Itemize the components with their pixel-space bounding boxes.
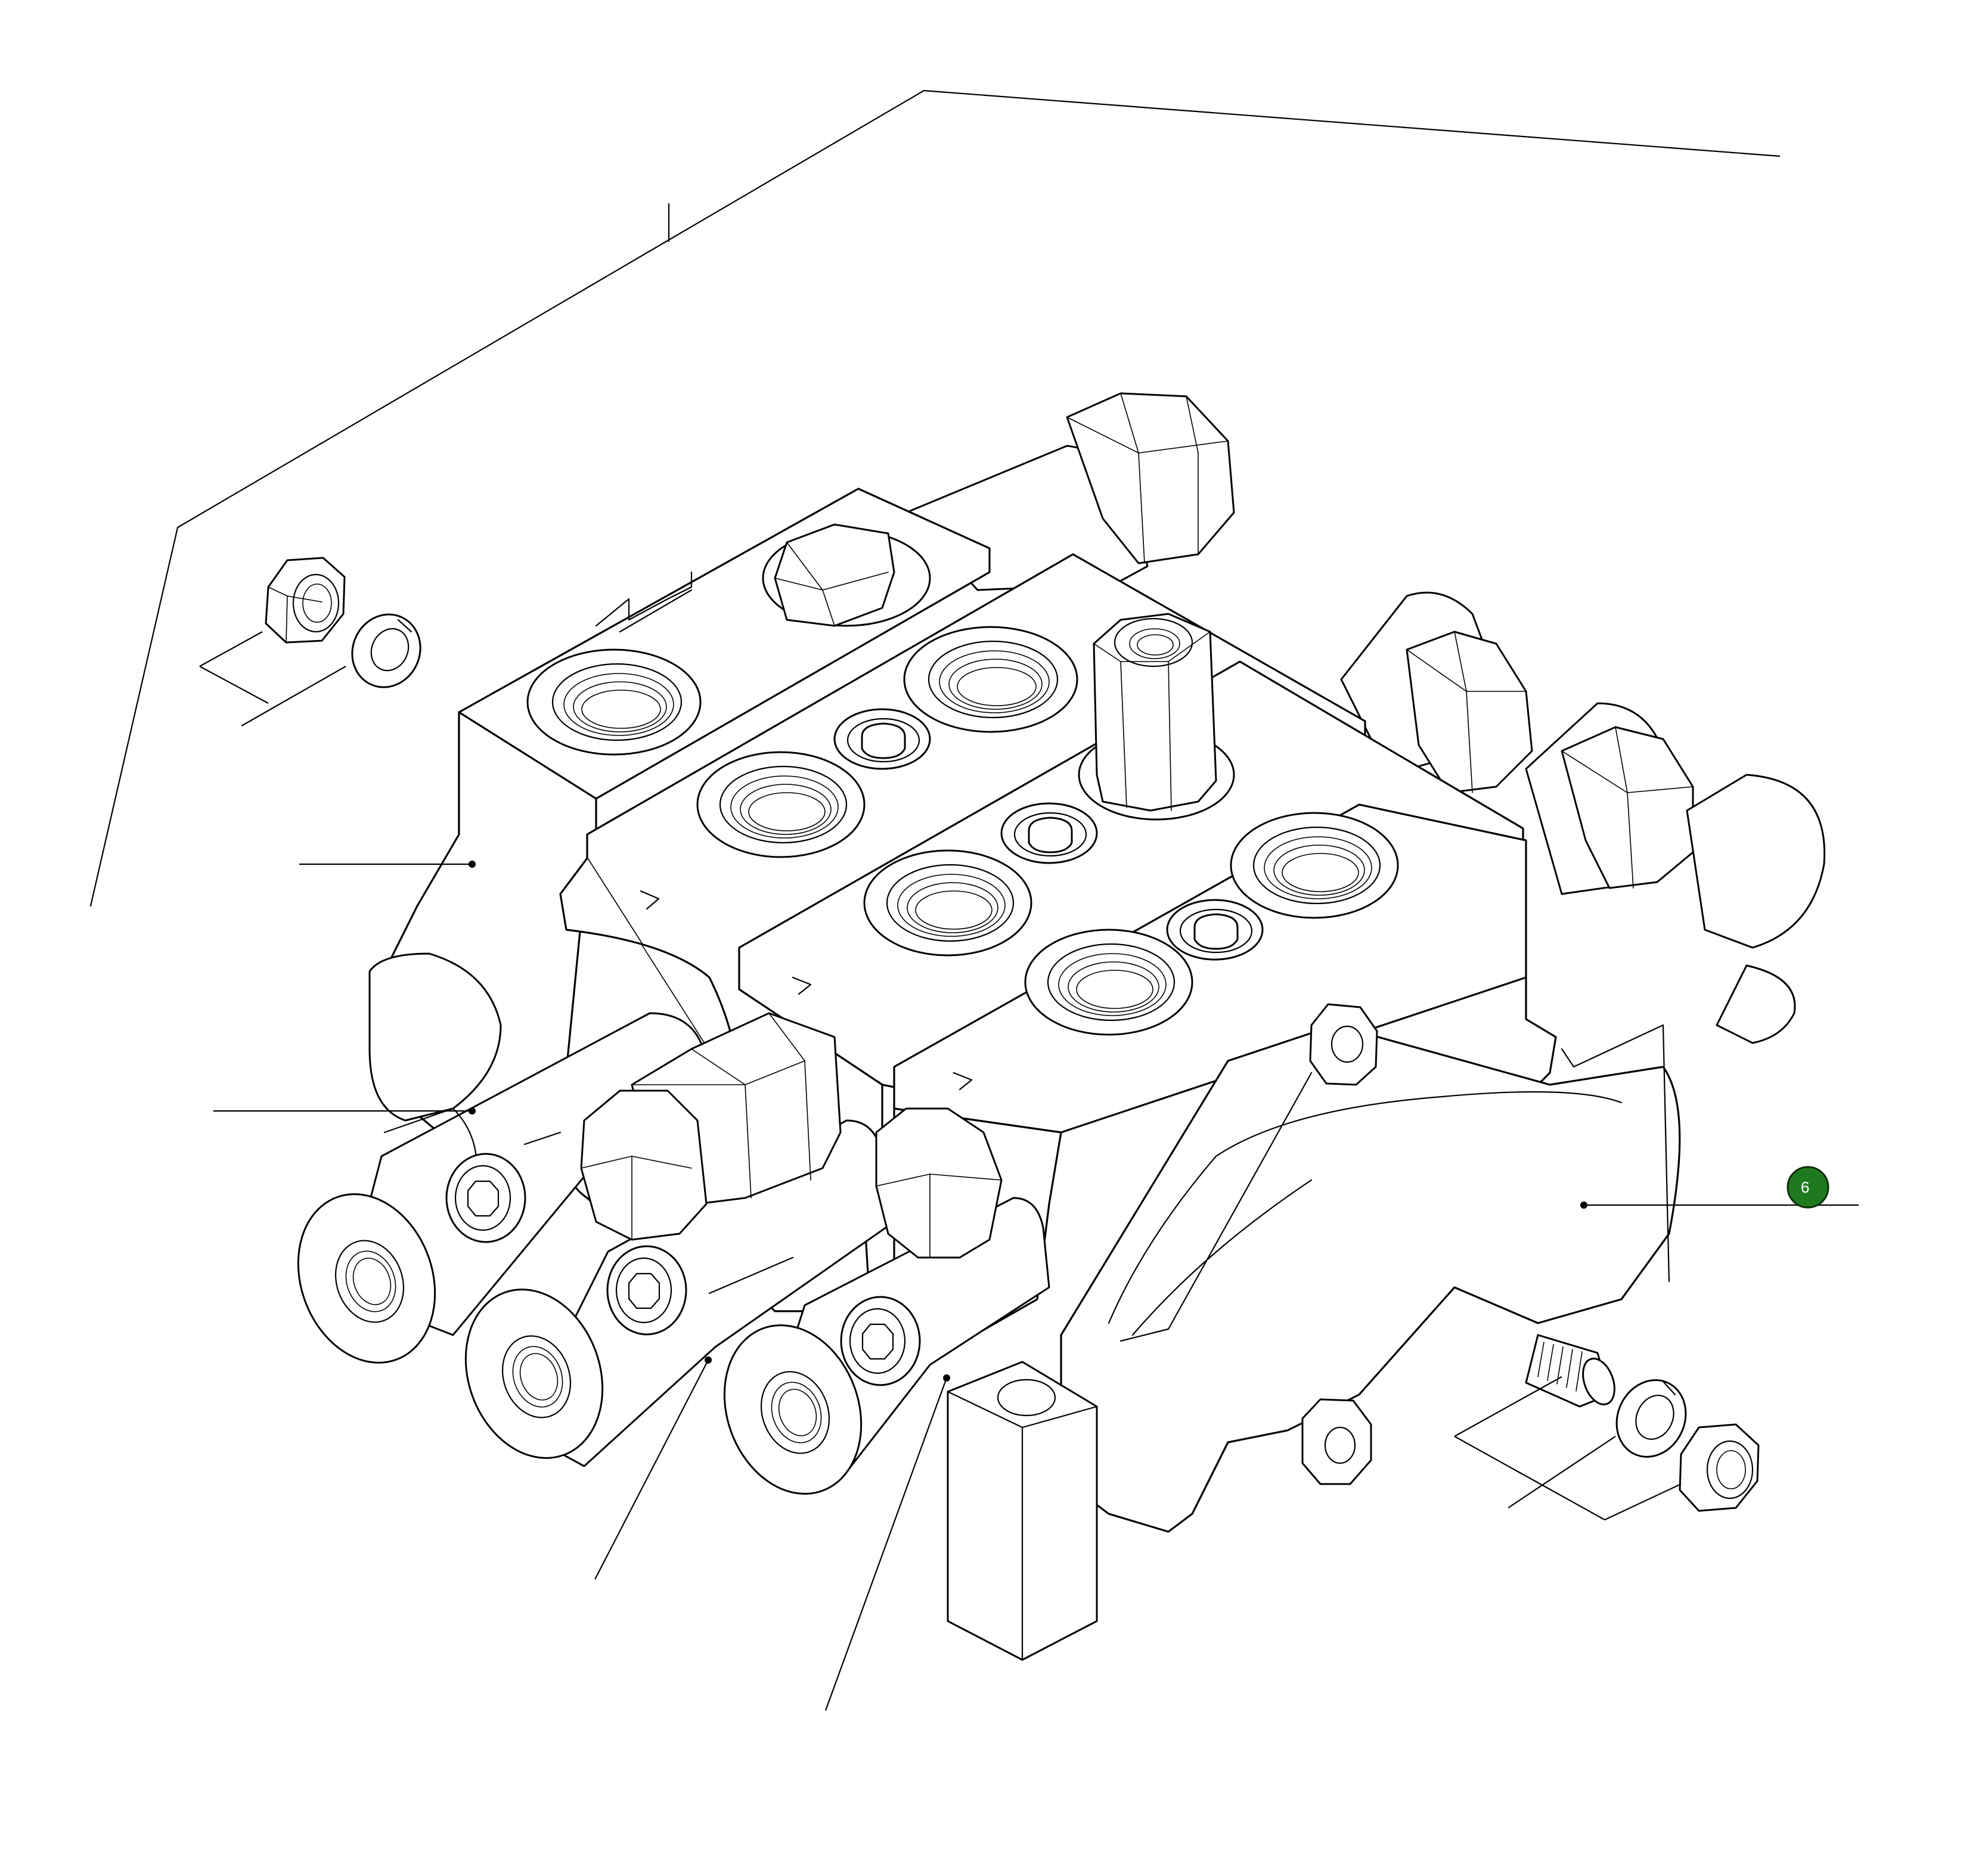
inlet-hex-plug	[762, 523, 931, 627]
socket-screw-2	[606, 1245, 687, 1336]
upper-lock-washer	[351, 613, 421, 688]
tie-rod-end	[1301, 1003, 1378, 1485]
mounting-frame	[89, 89, 1781, 907]
tall-hex-adapter	[1078, 613, 1235, 821]
port-6	[1024, 929, 1193, 1036]
outlet-end-cover	[1060, 1024, 1681, 1533]
lower-fastener-leader	[1454, 1376, 1682, 1520]
callout-leader-spool-2	[594, 1356, 712, 1580]
callout-leader-spool-1	[213, 1107, 476, 1115]
pilot-port-3	[1166, 899, 1264, 961]
port-4	[863, 849, 1032, 957]
rear-fitting-right-lower	[1525, 702, 1826, 1044]
flow-arrow-marks	[640, 890, 973, 1091]
upper-mounting-nut	[265, 557, 346, 644]
socket-screw-3	[840, 1296, 921, 1386]
upper-fastener-leader	[199, 631, 346, 727]
mounting-block	[947, 1361, 1098, 1661]
socket-screw-1	[445, 1153, 526, 1243]
rear-fitting-right-upper	[1340, 591, 1533, 794]
pilot-port-2	[1000, 802, 1098, 864]
port-2	[903, 626, 1078, 733]
lower-lock-washer	[1615, 1379, 1687, 1458]
callout-number: 6	[1801, 1178, 1809, 1196]
port-3	[696, 751, 866, 858]
callout-leader-inlet-section	[299, 861, 476, 868]
front-hex-plug-large	[580, 1012, 842, 1241]
port-1	[526, 648, 702, 756]
threaded-stud	[1525, 1334, 1615, 1408]
spool-cap-upper	[368, 952, 502, 1122]
callout-badge[interactable]: 6	[1787, 1166, 1829, 1209]
pilot-port-1	[833, 708, 931, 770]
spool-housing-2	[464, 1119, 895, 1467]
front-hex-plug-small	[875, 1107, 1003, 1259]
callout-leader-spool-3	[824, 1374, 950, 1711]
port-5	[1230, 812, 1399, 919]
lower-mounting-nut	[1679, 1423, 1760, 1512]
